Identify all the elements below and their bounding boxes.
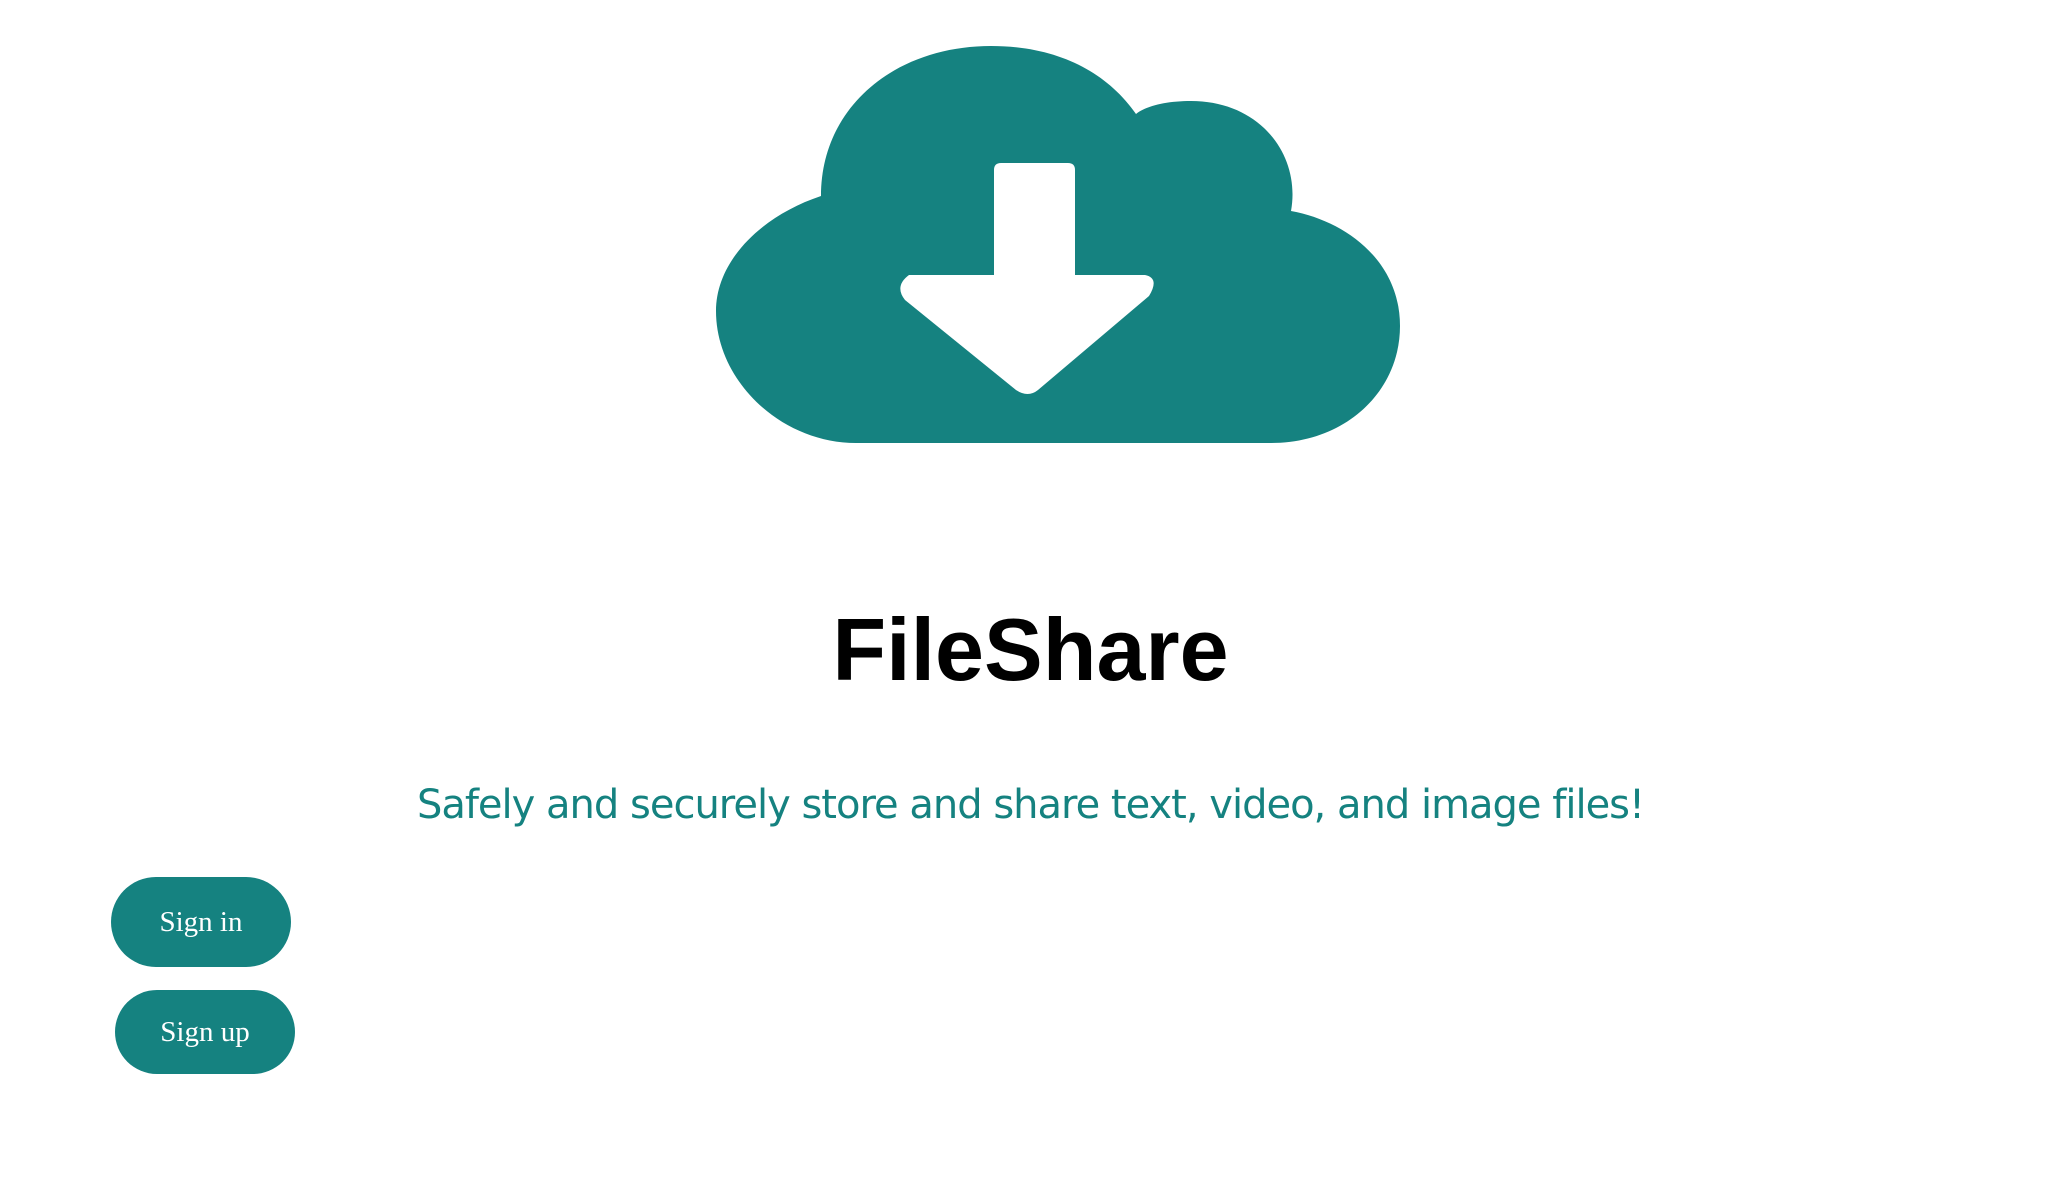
sign-up-button[interactable]: Sign up — [115, 990, 295, 1074]
page-title: FileShare — [832, 600, 1229, 699]
cloud-download-icon — [716, 46, 1400, 443]
sign-in-button[interactable]: Sign in — [111, 877, 291, 967]
download-arrow — [900, 163, 1154, 394]
tagline: Safely and securely store and share text… — [416, 782, 1645, 828]
